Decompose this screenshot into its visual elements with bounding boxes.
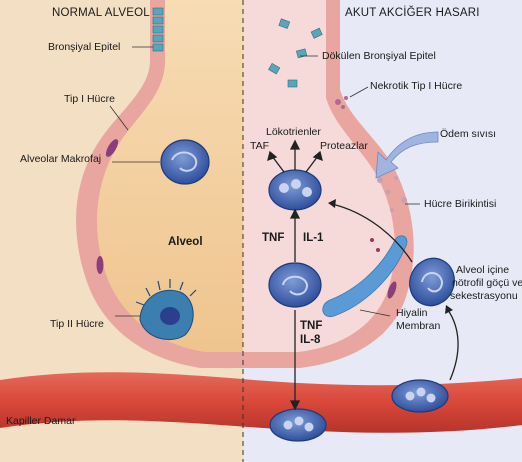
label-edema-fluid: Ödem sıvısı	[440, 128, 496, 140]
label-shed-bronchial-epithelium: Dökülen Bronşiyal Epitel	[322, 50, 436, 62]
label-neutrophil-migration-2: nötrofil göçü ve	[452, 277, 522, 289]
label-neutrophil-migration-1: Alveol içine	[456, 264, 509, 276]
label-alveolar-macrophage: Alveolar Makrofaj	[20, 153, 101, 165]
label-necrotic-type1-cell: Nekrotik Tip I Hücre	[370, 80, 462, 92]
label-hyaline-1: Hiyalin	[396, 307, 428, 319]
label-il8: IL-8	[300, 334, 320, 347]
label-leukotrienes: Lökotrienler	[266, 126, 321, 138]
neutrophil-capillary-1	[270, 409, 326, 441]
neutrophil-upper	[269, 170, 321, 210]
bronchial-epithelium-cells	[153, 8, 163, 51]
label-hyaline-2: Membran	[396, 320, 440, 332]
label-proteases: Proteazlar	[320, 140, 368, 152]
header-normal-alveolus: NORMAL ALVEOL	[52, 7, 150, 20]
label-type2-cell: Tip II Hücre	[50, 318, 104, 330]
label-bronchial-epithelium: Bronşiyal Epitel	[48, 41, 120, 53]
label-capillary: Kapiller Damar	[6, 415, 75, 427]
type-i-cell-nucleus-2	[97, 256, 104, 274]
label-alveolus: Alveol	[168, 236, 203, 249]
alveolar-macrophage-cell	[161, 140, 209, 184]
label-neutrophil-migration-3: sekestrasyonu	[450, 290, 518, 302]
label-type1-cell: Tip I Hücre	[64, 93, 115, 105]
label-tnf-lower: TNF	[300, 320, 322, 333]
label-il1: IL-1	[303, 232, 323, 245]
neutrophil-middle	[269, 263, 321, 307]
label-tnf-upper: TNF	[262, 232, 284, 245]
label-taf: TAF	[250, 140, 269, 152]
label-cell-debris: Hücre Birikintisi	[424, 198, 496, 210]
neutrophil-capillary-2	[392, 380, 448, 412]
header-acute-lung-injury: AKUT AKCİĞER HASARI	[345, 7, 480, 20]
